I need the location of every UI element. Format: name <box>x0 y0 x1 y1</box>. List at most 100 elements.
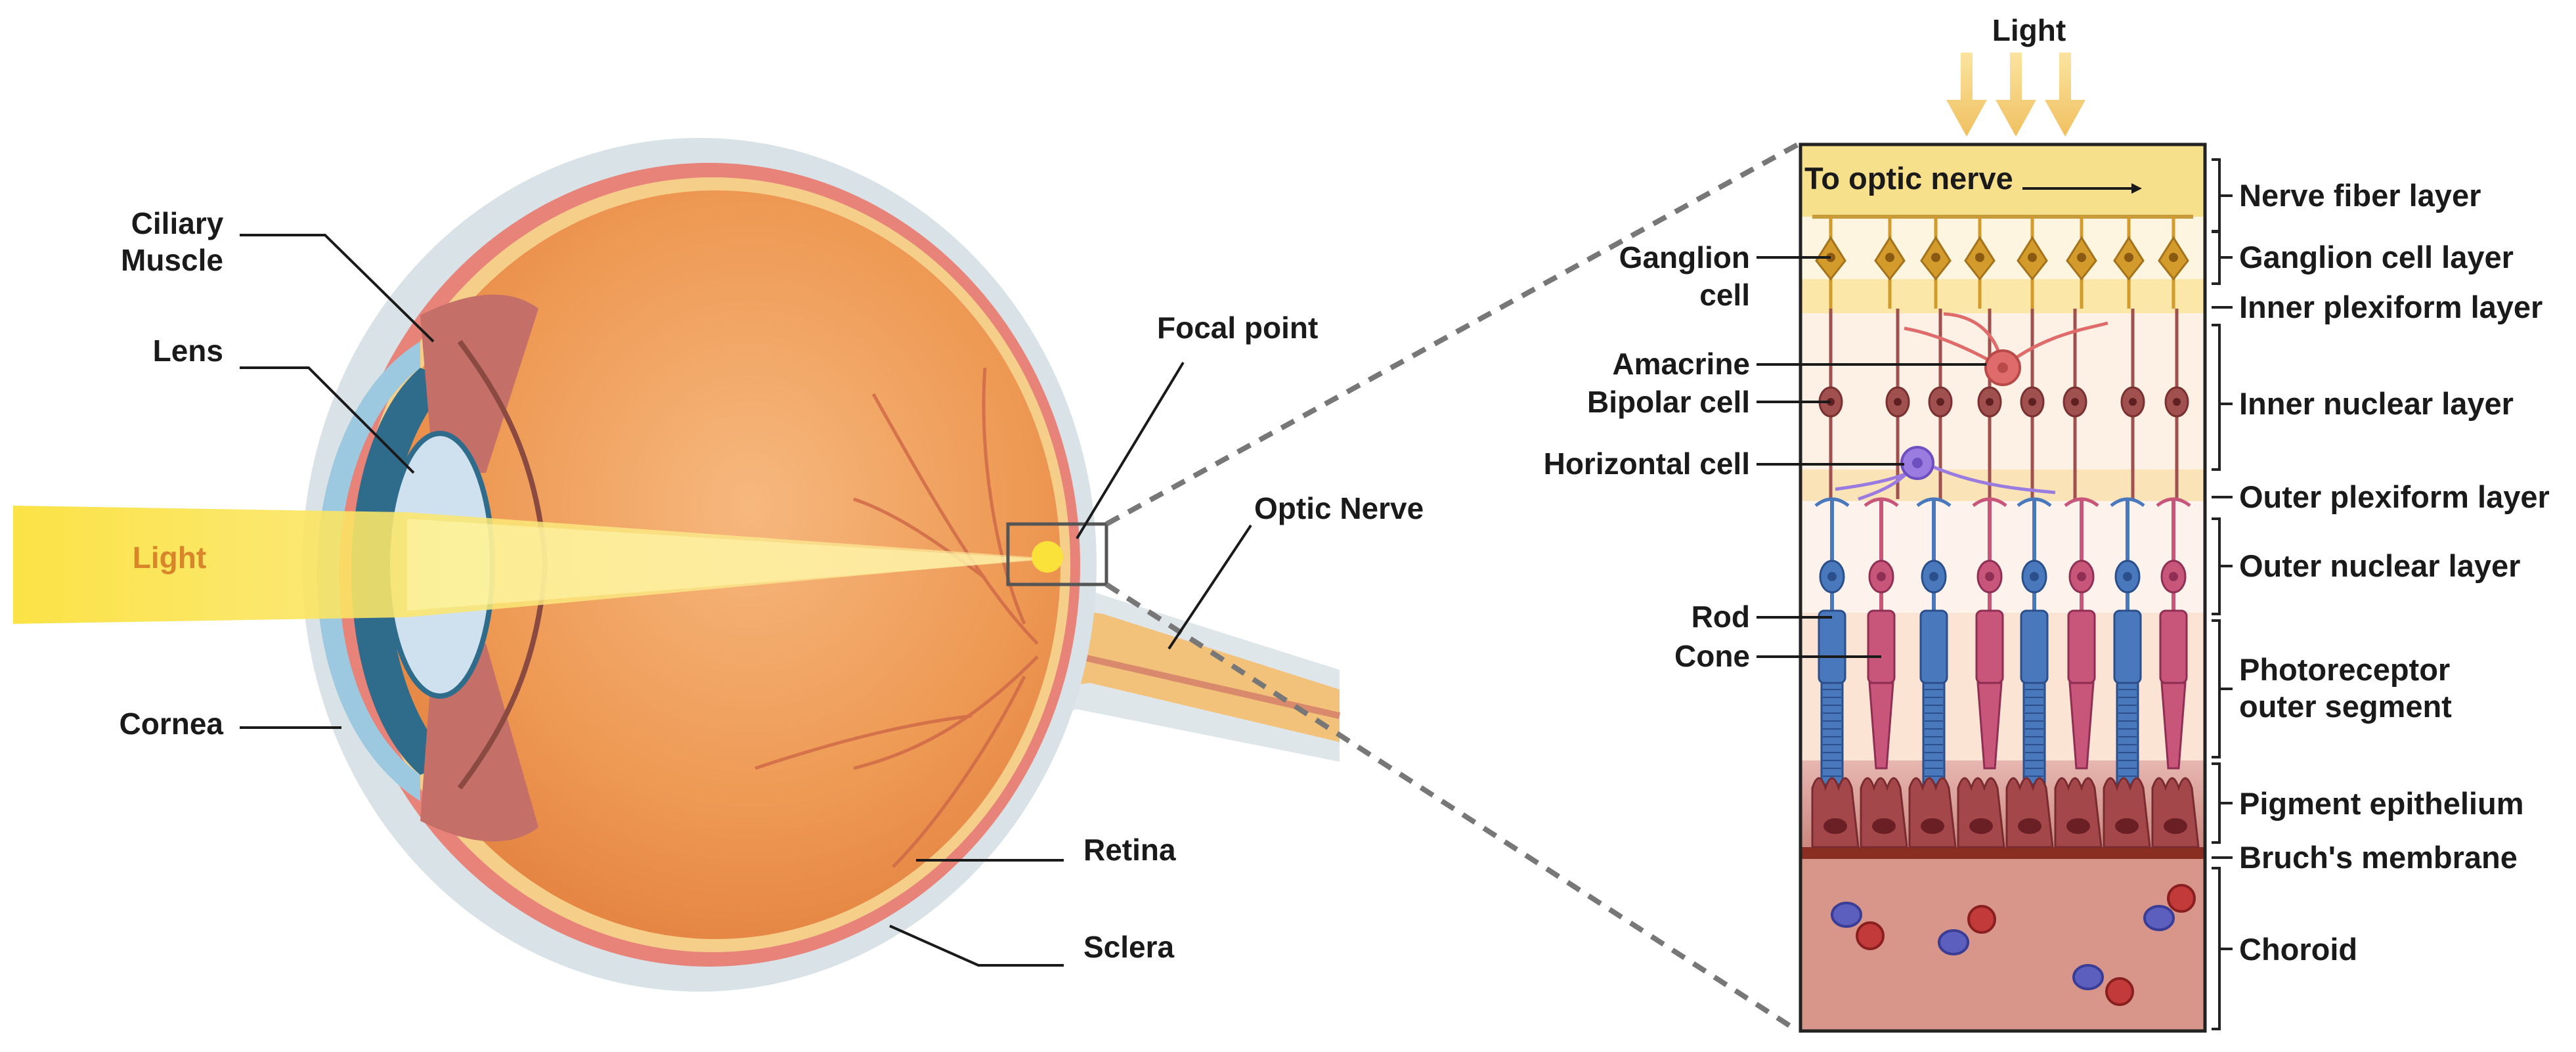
blood-vessels <box>754 367 1039 868</box>
bg-outer-nuclear <box>1801 501 2205 613</box>
bracket-inner-nuclear <box>2212 324 2233 471</box>
blood-cell-red <box>1856 921 1885 950</box>
bracket-photoreceptor <box>2212 619 2233 758</box>
label-light: Light <box>133 540 206 575</box>
focal-point-dot <box>1032 541 1063 573</box>
rod-terminal <box>2017 497 2052 508</box>
cone-outer-segment <box>2160 682 2187 770</box>
light-beam-focus <box>407 519 1047 611</box>
label-ganglion-line1: Ganglion <box>1619 240 1750 274</box>
bipolar-nucleus <box>2129 398 2137 406</box>
optic-nerve-core <box>1037 604 1340 742</box>
pigment-cell <box>1860 777 1908 848</box>
pigment-nucleus <box>2164 818 2187 834</box>
focal-zoom-box <box>1006 522 1108 586</box>
bipolar-nucleus <box>1936 398 1944 406</box>
blood-cell-red <box>2105 977 2134 1006</box>
rod-nucleus <box>2123 572 2132 581</box>
light-arrow-2 <box>1996 53 2036 137</box>
ganglion-nucleus <box>2169 253 2178 262</box>
ciliary-body-upper <box>420 294 538 473</box>
anterior-chamber <box>351 368 453 775</box>
bg-ganglion <box>1801 217 2205 279</box>
rod-terminal <box>1916 497 1952 508</box>
cone-outer-segment <box>2068 682 2095 770</box>
label-sclera: Sclera <box>1083 930 1175 964</box>
bg-bruch <box>1801 847 2205 859</box>
bipolar-nucleus <box>2071 398 2079 406</box>
rod-inner-segment <box>2113 609 2142 684</box>
pigment-cell <box>2054 777 2103 848</box>
layer-label-pigment: Pigment epithelium <box>2239 786 2524 821</box>
cone-outer-segment <box>1976 682 2003 770</box>
zoom-line-bottom <box>1104 582 1800 1034</box>
rod-terminal <box>1814 497 1850 508</box>
bracket-outer-nuclear <box>2212 517 2233 615</box>
label-focal-point: Focal point <box>1157 311 1318 345</box>
pigment-nucleus <box>2115 818 2139 834</box>
pigment-nucleus <box>1823 818 1847 834</box>
label-lens: Lens <box>153 334 223 368</box>
rod-inner-segment <box>2020 609 2049 684</box>
light-arrow-3 <box>2045 53 2085 137</box>
leader-sclera <box>889 925 1064 967</box>
leader-lens <box>240 366 415 474</box>
pigment-nucleus <box>1969 818 1993 834</box>
cone-inner-segment <box>1867 609 1896 684</box>
bracket-pigment <box>2212 762 2233 844</box>
layer-label-inner-nuclear: Inner nuclear layer <box>2239 386 2514 421</box>
pigment-cell <box>1957 777 2005 848</box>
rod-inner-segment <box>1818 609 1846 684</box>
ganglion-nucleus <box>1885 253 1894 262</box>
pigment-nucleus <box>1921 818 1944 834</box>
pigment-cell <box>1811 777 1860 848</box>
ganglion-nucleus <box>1975 253 1984 262</box>
layer-label-ganglion: Ganglion cell layer <box>2239 240 2514 274</box>
layer-label-photoreceptor: Photoreceptor <box>2239 652 2450 687</box>
label-horizontal: Horizontal cell <box>1544 447 1750 481</box>
pigment-nucleus <box>2066 818 2090 834</box>
label-ganglion-line2: cell <box>1699 278 1750 312</box>
bg-inner-nuclear <box>1801 313 2205 470</box>
layer-label-nerve-fiber: Nerve fiber layer <box>2239 178 2481 213</box>
retina-cell-columns <box>1814 217 2191 806</box>
optic-nerve-vessel <box>1036 644 1341 719</box>
label-bipolar: Bipolar cell <box>1587 385 1750 419</box>
leader-optic <box>1168 524 1252 650</box>
pigment-cell <box>2103 777 2151 848</box>
to-optic-arrowhead <box>2131 183 2142 194</box>
rod-nucleus <box>1929 572 1938 581</box>
label-ciliary-line1: Ciliary <box>131 206 224 240</box>
leader-focal <box>1076 361 1185 540</box>
eye-cross-section: Ciliary Muscle Lens Light Cornea Focal p… <box>13 138 1800 1034</box>
cone-terminal <box>2064 497 2099 508</box>
pigment-cell <box>2005 777 2054 848</box>
cone-terminal <box>1972 497 2007 508</box>
label-retina: Retina <box>1083 833 1176 867</box>
label-ciliary-line2: Muscle <box>121 243 223 277</box>
pigment-nucleus <box>1872 818 1896 834</box>
light-arrows <box>1946 53 2085 137</box>
cone-inner-segment <box>2159 609 2188 684</box>
cone-nucleus <box>2169 572 2178 581</box>
light-arrow-1 <box>1946 53 1987 137</box>
cone-nucleus <box>2077 572 2086 581</box>
blood-cell-blue <box>2143 905 2175 931</box>
blood-cell-red <box>1967 905 1996 934</box>
bracket-choroid <box>2212 867 2233 1030</box>
bipolar-nucleus <box>1986 398 1994 406</box>
layer-label-inner-plexiform: Inner plexiform layer <box>2239 290 2543 324</box>
label-cone: Cone <box>1674 639 1750 673</box>
retina-detail: Light To optic nerve <box>1544 13 2550 1033</box>
ganglion-nucleus <box>2028 253 2037 262</box>
bracket-ganglion <box>2212 230 2233 285</box>
rod-nucleus <box>1827 572 1837 581</box>
label-cornea: Cornea <box>120 707 224 741</box>
cone-terminal <box>1864 497 1899 508</box>
pigment-epithelium-cells <box>1811 777 2200 848</box>
layer-label-outer-nuclear: Outer nuclear layer <box>2239 548 2520 583</box>
leader-ciliary <box>240 234 435 343</box>
blood-cell-blue <box>2072 964 2104 990</box>
layer-label-outer-segment: outer segment <box>2239 689 2452 724</box>
